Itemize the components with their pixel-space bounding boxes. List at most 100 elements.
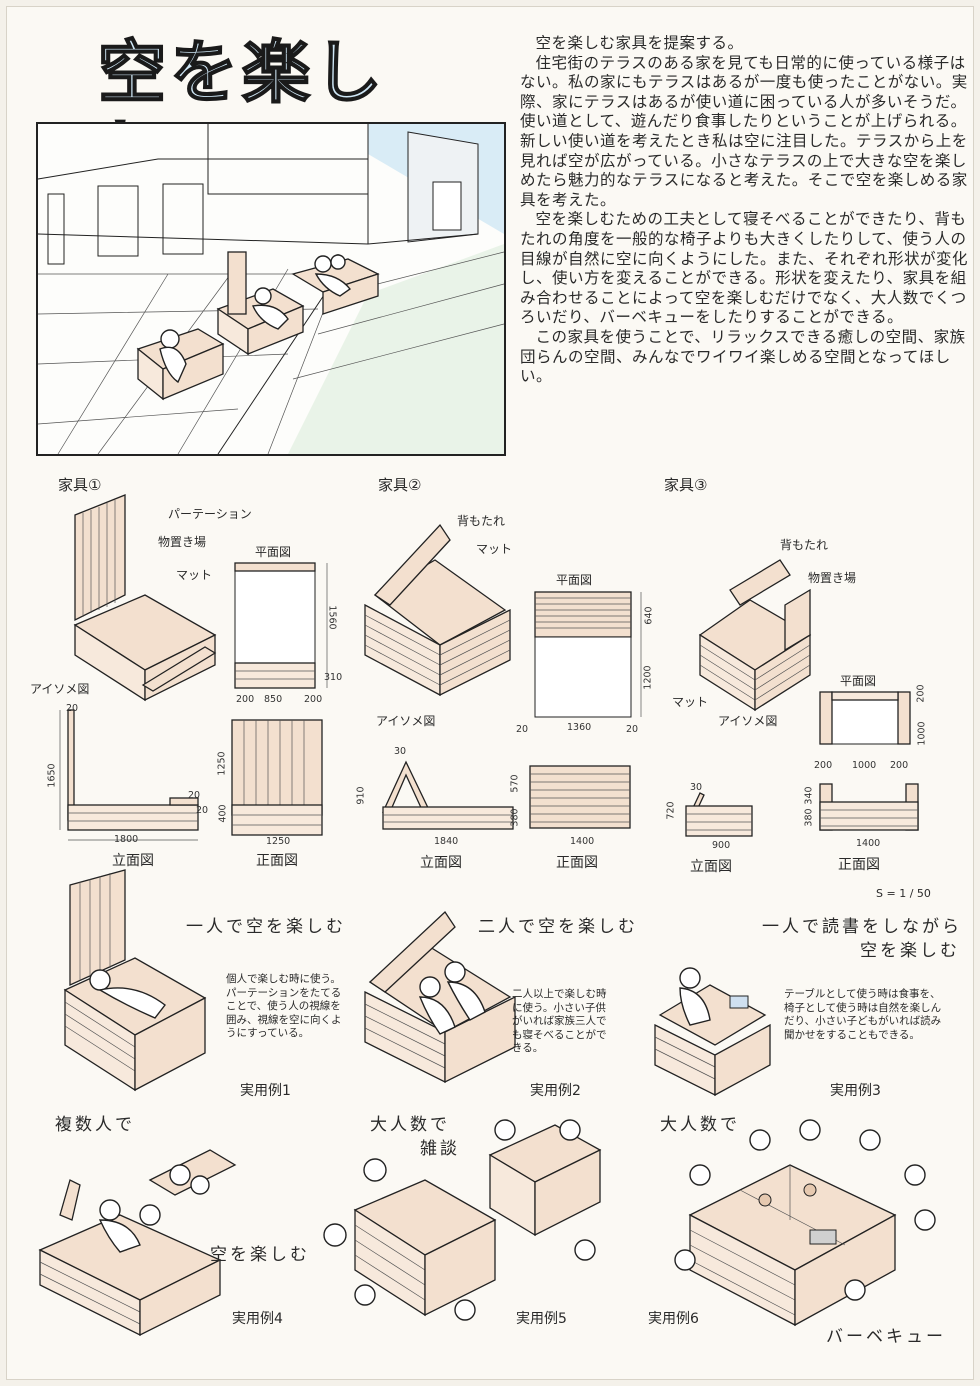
- f3-mat-label: マット: [672, 695, 709, 709]
- f1-elev-w: 1800: [114, 834, 139, 845]
- f3-elev-w: 900: [712, 840, 731, 851]
- scale-label: S = 1 / 50: [876, 887, 931, 900]
- furniture-3-front-drawing: [819, 783, 919, 831]
- example-6-extra: バーベキュー: [826, 1327, 946, 1347]
- f2-front-h1: 570: [509, 774, 521, 793]
- example-2-caption: 実用例2: [530, 1083, 581, 1099]
- furniture-3-heading: 家具③: [664, 476, 708, 494]
- furniture-1-iso-drawing: [73, 494, 217, 702]
- f2-backrest-label: 背もたれ: [457, 514, 506, 528]
- intro-paragraph-2: 住宅街のテラスのある家を見ても日常的に使っている様子はない。私の家にもテラスはあ…: [520, 53, 968, 209]
- example-5-extra: 雑談: [420, 1139, 460, 1159]
- example-3-drawing: [654, 967, 771, 1097]
- furniture-3-iso-drawing: [698, 559, 812, 712]
- f2-elev-w: 1840: [434, 836, 459, 847]
- f1-front-h: 1250: [216, 751, 228, 776]
- intro-paragraph-1: 空を楽しむ家具を提案する。: [535, 34, 744, 52]
- example-3-caption: 実用例3: [830, 1083, 881, 1099]
- f3-plan-t: 200: [915, 684, 927, 703]
- example-6-caption: 実用例6: [648, 1311, 699, 1327]
- furniture-2-plan-drawing: [534, 591, 642, 718]
- furniture-2-front-caption: 正面図: [556, 855, 598, 871]
- f2-front-h2: 380: [509, 808, 521, 827]
- f2-mat-label: マット: [476, 542, 513, 556]
- furniture-2-heading: 家具②: [378, 476, 422, 494]
- furniture-1-plan-drawing: [234, 562, 328, 689]
- f3-plan-w2: 1000: [852, 760, 877, 771]
- example-5-drawing: [323, 1119, 602, 1321]
- intro-paragraph-4: この家具を使うことで、リラックスできる癒しの空間、家族団らんの空間、みんなでワイ…: [520, 327, 966, 386]
- f1-plan-w1: 200: [236, 694, 255, 705]
- furniture-1-front-drawing: [231, 719, 323, 836]
- furniture-3-plan-caption: 平面図: [840, 674, 877, 688]
- furniture-1-heading: 家具①: [58, 476, 102, 494]
- f1-elev-t: 20: [66, 703, 79, 714]
- f1-plan-h2: 310: [324, 672, 343, 683]
- example-4-title: 複数人で: [55, 1115, 135, 1135]
- furniture-1-elevation-drawing: [59, 709, 199, 841]
- example-4-drawing: [38, 1149, 237, 1337]
- f3-plan-w1: 200: [814, 760, 833, 771]
- f2-plan-r: 20: [626, 724, 639, 735]
- example-3-title-line2: 空を楽しむ: [860, 941, 960, 961]
- furniture-1-iso-caption: アイソメ図: [30, 682, 90, 696]
- f2-elev-h: 910: [355, 786, 367, 805]
- example-3-title-line1: 一人で読書をしながら: [762, 917, 962, 937]
- furniture-2-front-drawing: [529, 765, 631, 829]
- f1-front-h2: 400: [217, 804, 229, 823]
- f2-elev-t: 30: [394, 746, 407, 757]
- f3-storage-label: 物置き場: [808, 571, 857, 585]
- furniture-1-elevation-caption: 立面図: [112, 853, 154, 869]
- furniture-3-elevation-drawing: [685, 792, 753, 837]
- example-1-title: 一人で空を楽しむ: [186, 917, 346, 937]
- example-5-title: 大人数で: [370, 1115, 450, 1135]
- terrace-perspective-drawing: [37, 124, 505, 455]
- example-1-caption: 実用例1: [240, 1083, 291, 1099]
- f1-plan-h1: 1560: [326, 605, 338, 630]
- furniture-2-elevation-drawing: [381, 760, 514, 830]
- furniture-2-elevation-caption: 立面図: [420, 855, 462, 871]
- partition-label: パーテーション: [168, 507, 252, 521]
- f2-front-w: 1400: [570, 836, 595, 847]
- example-6-title: 大人数で: [660, 1115, 740, 1135]
- intro-paragraph-3: 空を楽しむための工夫として寝そべることができたり、背もたれの角度を一般的な椅子よ…: [520, 210, 969, 327]
- example-1-note: 個人で楽しむ時に使う。パーテーションをたてることで、使う人の視線を囲み、視線を空…: [226, 973, 342, 1039]
- storage-label: 物置き場: [158, 535, 207, 549]
- page-title: 空を楽しむ: [97, 33, 387, 194]
- f1-front-w: 1250: [266, 836, 291, 847]
- f1-elev-s2: 20: [196, 805, 209, 816]
- f3-front-h1: 380: [803, 808, 815, 827]
- f3-elev-h: 720: [665, 801, 677, 820]
- example-3-note: テーブルとして使う時は食事を、椅子として使う時は自然を楽しんだり、小さい子どもが…: [784, 988, 942, 1041]
- furniture-3-iso-caption: アイソメ図: [718, 714, 778, 728]
- furniture-3-plan-drawing: [819, 691, 911, 745]
- f1-plan-w2: 850: [264, 694, 283, 705]
- f2-plan-h1: 640: [643, 606, 655, 625]
- f2-plan-h2: 1200: [642, 665, 654, 690]
- f3-backrest-label: 背もたれ: [780, 538, 829, 552]
- example-5-caption: 実用例5: [516, 1311, 567, 1327]
- furniture-1-front-caption: 正面図: [256, 853, 298, 869]
- furniture-2-iso-drawing: [364, 523, 511, 697]
- example-4-extra: 空を楽しむ: [210, 1245, 310, 1265]
- example-6-drawing: [674, 1119, 936, 1327]
- f1-plan-w3: 200: [304, 694, 323, 705]
- example-2-note: 二人以上で楽しむ時に使う。小さい子供がいれば家族三人でも寝そべることができる。: [512, 988, 607, 1054]
- mat-label: マット: [176, 568, 213, 582]
- example-1-drawing: [63, 869, 207, 1092]
- f1-elev-s: 20: [188, 790, 201, 801]
- example-2-drawing: [364, 911, 516, 1084]
- hero-illustration: [36, 122, 506, 456]
- furniture-2-iso-caption: アイソメ図: [376, 714, 436, 728]
- furniture-1-plan-caption: 平面図: [255, 545, 292, 559]
- example-2-title: 二人で空を楽しむ: [478, 917, 638, 937]
- intro-text: 空を楽しむ家具を提案する。 住宅街のテラスのある家を見ても日常的に使っている様子…: [520, 34, 968, 387]
- f3-front-w: 1400: [856, 838, 881, 849]
- f3-plan-h: 1000: [916, 721, 928, 746]
- furniture-3-front-caption: 正面図: [838, 857, 880, 873]
- furniture-3-elevation-caption: 立面図: [690, 859, 732, 875]
- furniture-2-plan-caption: 平面図: [556, 573, 593, 587]
- f2-plan-w: 1360: [567, 722, 592, 733]
- f3-plan-w3: 200: [890, 760, 909, 771]
- example-4-caption: 実用例4: [232, 1311, 283, 1327]
